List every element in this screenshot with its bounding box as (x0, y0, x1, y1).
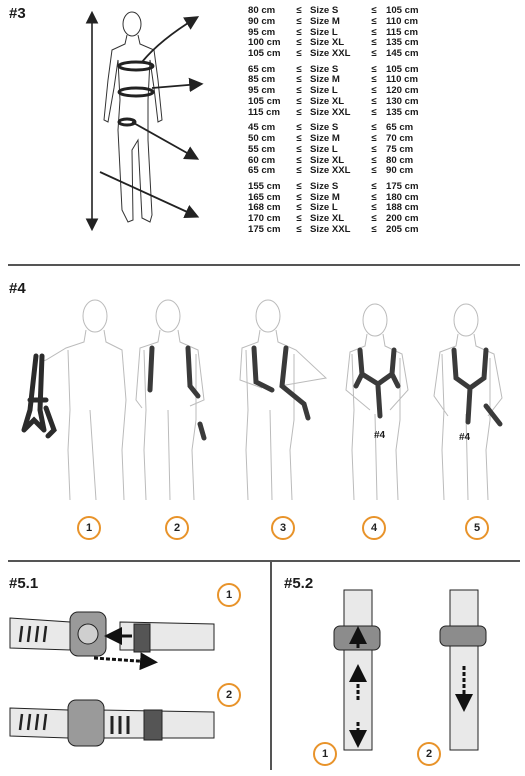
body-measurement-illustration (85, 10, 204, 232)
size-row: 65 cm≤Size XXL≤90 cm (248, 165, 414, 177)
step-1-marker: 1 (77, 516, 101, 540)
size-row: 80 cm≤Size S≤105 cm (248, 5, 419, 16)
section-divider (8, 264, 520, 266)
harness-donning-illustration (21, 299, 503, 501)
step-5-marker: 5 (465, 516, 489, 540)
buckle-threading-illustration-1 (9, 611, 215, 671)
size-chart: 80 cm≤Size S≤105 cm 90 cm≤Size M≤110 cm … (248, 5, 436, 240)
buckle-adjustment-illustration-2 (439, 589, 487, 751)
step-2-marker: 2 (165, 516, 189, 540)
step-2-marker: 2 (417, 742, 441, 766)
buckle-adjustment-illustration-1 (333, 589, 381, 751)
thigh-size-group: 45 cm≤Size S≤65 cm 50 cm≤Size M≤70 cm 55… (248, 122, 436, 177)
step-1-marker: 1 (313, 742, 337, 766)
section-4-label: #4 (9, 280, 26, 297)
size-row: 170 cm≤Size XL≤200 cm (248, 213, 419, 225)
section-divider-vertical (270, 560, 272, 770)
size-row: 50 cm≤Size M≤70 cm (248, 132, 414, 144)
size-row: 175 cm≤Size XXL≤205 cm (248, 223, 419, 235)
section-3-label: #3 (9, 5, 26, 22)
size-row: 100 cm≤Size XL≤135 cm (248, 37, 419, 49)
section-5-2-label: #5.2 (284, 575, 314, 592)
size-row: 105 cm≤Size XXL≤145 cm (248, 48, 419, 60)
waist-size-group: 65 cm≤Size S≤105 cm 85 cm≤Size M≤110 cm … (248, 63, 436, 119)
figure-callout: #4 (459, 432, 471, 443)
step-2-marker: 2 (217, 683, 241, 707)
section-5-1-label: #5.1 (9, 575, 39, 592)
size-row: 115 cm≤Size XXL≤135 cm (248, 106, 419, 118)
height-size-group: 155 cm≤Size S≤175 cm 165 cm≤Size M≤180 c… (248, 180, 436, 236)
size-row: 155 cm≤Size S≤175 cm (248, 180, 419, 192)
step-1-marker: 1 (217, 583, 241, 607)
section-divider (8, 560, 520, 562)
size-row: 90 cm≤Size M≤110 cm (248, 15, 419, 27)
size-row: 165 cm≤Size M≤180 cm (248, 191, 419, 203)
size-row: 65 cm≤Size S≤105 cm (248, 63, 419, 75)
size-row: 55 cm≤Size L≤75 cm (248, 143, 414, 155)
figure-callout: #4 (374, 430, 386, 441)
step-3-marker: 3 (271, 516, 295, 540)
size-row: 45 cm≤Size S≤65 cm (248, 122, 414, 134)
step-4-marker: 4 (362, 516, 386, 540)
size-row: 168 cm≤Size L≤188 cm (248, 202, 419, 214)
size-row: 60 cm≤Size XL≤80 cm (248, 154, 414, 166)
size-row: 85 cm≤Size M≤110 cm (248, 74, 419, 86)
size-row: 95 cm≤Size L≤115 cm (248, 26, 419, 38)
size-row: 105 cm≤Size XL≤130 cm (248, 95, 419, 107)
chest-size-group: 80 cm≤Size S≤105 cm 90 cm≤Size M≤110 cm … (248, 5, 436, 60)
buckle-threading-illustration-2 (9, 699, 215, 747)
size-row: 95 cm≤Size L≤120 cm (248, 85, 419, 97)
